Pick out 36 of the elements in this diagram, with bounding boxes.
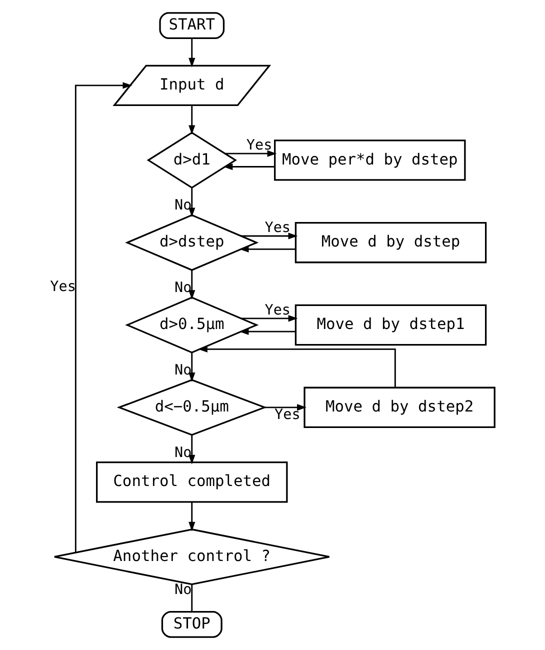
arrow — [188, 435, 196, 464]
edge-label: Yes — [274, 406, 300, 423]
node-diamond: d>dstep — [125, 214, 259, 271]
arrow — [188, 270, 196, 300]
arrow — [188, 502, 196, 532]
edge-label: No — [174, 198, 192, 214]
arrow — [239, 328, 296, 335]
node-box: Move d by dstep — [294, 222, 487, 264]
node-diamond: d<−0.5μm — [116, 379, 267, 436]
edge-label: No — [174, 280, 192, 296]
arrow — [225, 150, 277, 157]
edge-label: Yes — [50, 279, 76, 296]
node-diamond: d>d1 — [146, 132, 237, 189]
edge-label: No — [174, 362, 192, 378]
node-box: STOP — [161, 610, 222, 638]
arrow — [188, 352, 196, 382]
connector — [191, 584, 193, 612]
arrow — [223, 163, 275, 170]
arrow — [74, 82, 132, 552]
arrow — [198, 346, 396, 388]
edge-label: No — [174, 444, 192, 461]
arrow — [188, 105, 196, 135]
arrow — [241, 232, 298, 240]
edge-label: Yes — [264, 302, 291, 318]
node-box: Move d by dstep1 — [294, 304, 487, 346]
node-box: START — [159, 12, 225, 40]
arrow — [188, 38, 196, 68]
arrow — [241, 315, 298, 322]
arrow — [239, 246, 296, 252]
node-box: Move per*d by dstep — [274, 140, 466, 181]
edge-label: Yes — [264, 220, 291, 236]
node-box: Control completed — [96, 462, 288, 503]
arrow — [264, 404, 306, 411]
edge-label: Yes — [246, 138, 272, 154]
node-box: Move d by dstep2 — [304, 386, 496, 428]
arrow — [188, 188, 196, 218]
